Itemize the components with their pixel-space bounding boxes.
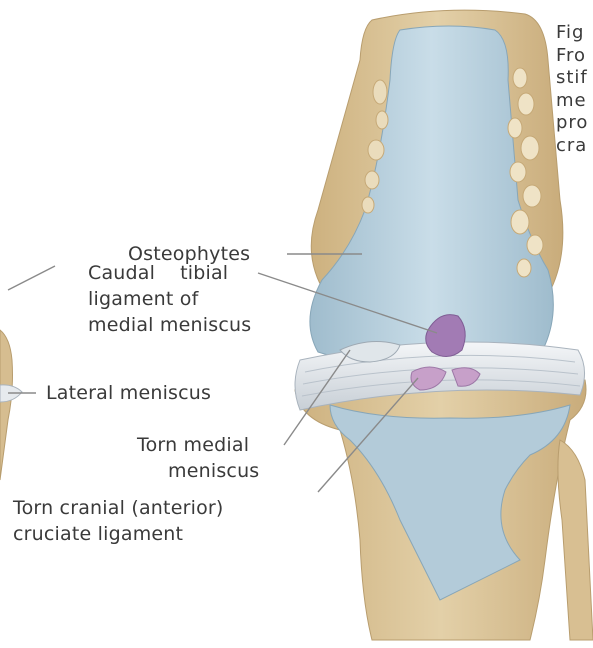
caption-line: cra	[556, 135, 593, 158]
label-torn-cranial-line2: cruciate ligament	[13, 523, 183, 545]
label-torn-medial-line2: meniscus	[168, 460, 259, 482]
caption-line: Fro	[556, 45, 593, 68]
label-torn-medial-line1: Torn medial	[137, 434, 249, 456]
caption-line: Fig	[556, 22, 593, 45]
label-caudal-tibial-line3: medial meniscus	[88, 314, 251, 336]
caption-line: stif	[556, 67, 593, 90]
leader-adjacent	[8, 266, 55, 290]
label-lateral-meniscus: Lateral meniscus	[46, 382, 211, 404]
label-caudal-tibial-line1: Caudal tibial	[88, 262, 228, 284]
label-caudal-tibial-line2: ligament of	[88, 288, 199, 310]
label-torn-cranial-line1: Torn cranial (anterior)	[13, 497, 224, 519]
adjacent-bone-edge	[0, 330, 13, 480]
fibula-bone	[558, 440, 593, 640]
figure-caption: Fig Fro stif me pro cra	[556, 22, 593, 157]
caption-line: me	[556, 90, 593, 113]
caption-line: pro	[556, 112, 593, 135]
